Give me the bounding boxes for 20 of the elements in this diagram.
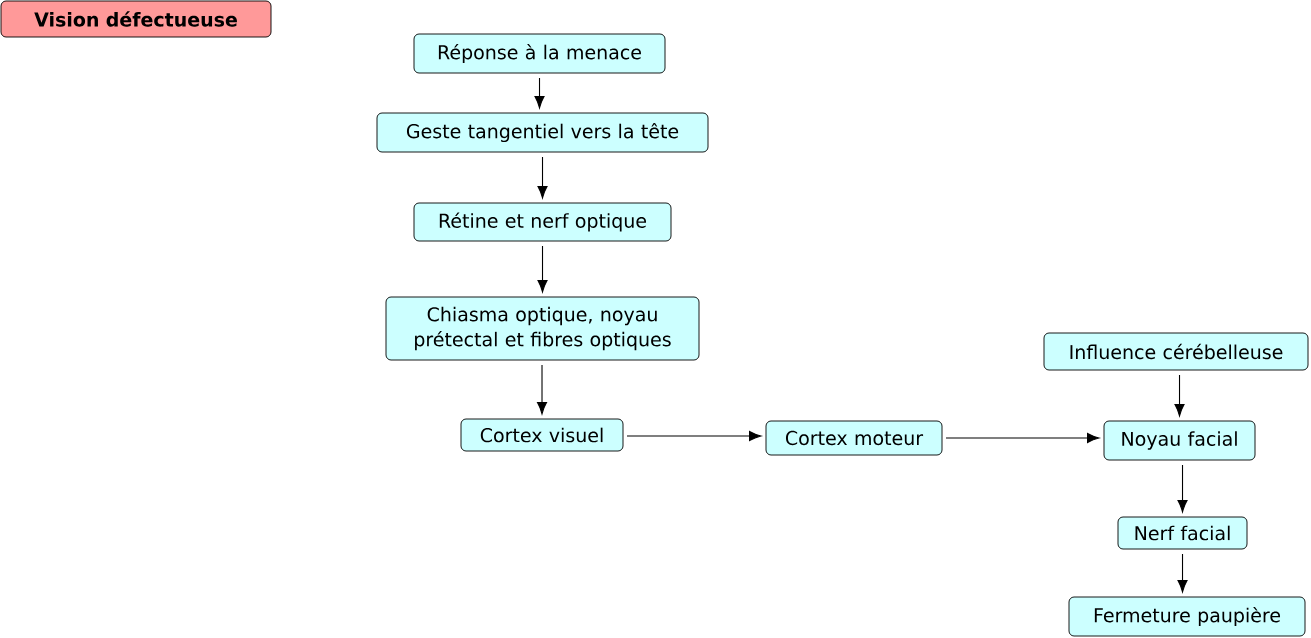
arrow [1177,464,1188,513]
process-box: Cortex moteur [765,420,943,456]
arrow [537,156,548,199]
process-box: Geste tangentiel vers la tête [376,112,709,153]
arrow [626,430,762,442]
arrow [537,245,548,293]
title-box: Vision défectueuse [0,0,272,38]
process-box: Influence cérébelleuse [1043,332,1309,371]
process-box: Nerf facial [1117,516,1248,550]
process-box: Cortex visuel [460,418,624,452]
arrow [536,364,548,415]
process-box: Chiasma optique, noyau prétectal et fibres optiques [385,296,700,361]
process-box: Réponse à la menace [413,33,666,74]
process-box: Noyau facial [1103,420,1256,461]
process-box: Rétine et nerf optique [413,202,672,242]
process-box: Fermeture paupière [1068,596,1306,637]
arrow [1174,374,1185,417]
arrow [534,77,545,109]
arrow [1177,553,1188,593]
arrow [945,432,1100,444]
